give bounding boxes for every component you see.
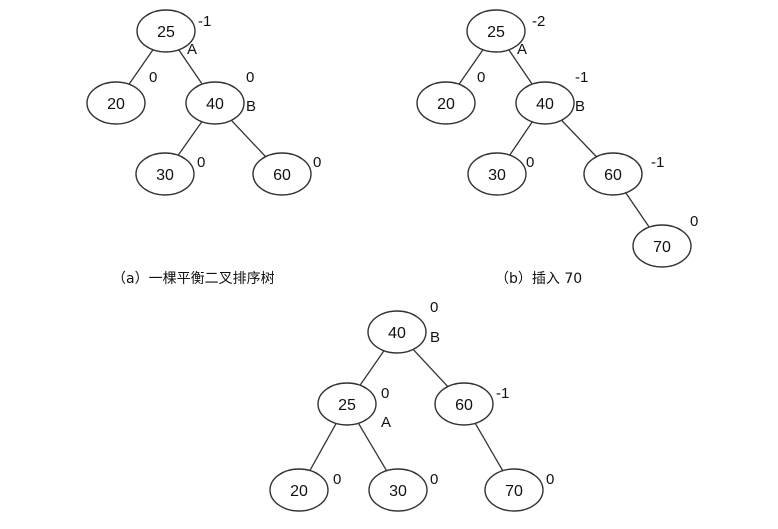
balance-factor-b40: -1: [575, 69, 588, 86]
node-circle: [185, 81, 245, 125]
node-circle: [86, 81, 146, 125]
node-tag-b25: A: [517, 41, 527, 58]
node-circle: [583, 152, 643, 196]
tree-node-c20: 20: [269, 468, 329, 512]
tree-node-a40: 40: [185, 81, 245, 125]
node-tag-c25: A: [381, 414, 391, 431]
node-tag-a25: A: [187, 41, 197, 58]
node-circle: [467, 152, 527, 196]
node-value: 30: [156, 167, 174, 184]
balance-factor-a20: 0: [149, 69, 157, 86]
node-value: 20: [107, 96, 125, 113]
edge-c25-c30: [357, 422, 388, 472]
node-circle: [484, 468, 544, 512]
edge-c40-c25: [359, 350, 385, 386]
node-value: 25: [487, 24, 505, 41]
edge-b25-b40: [508, 49, 533, 85]
node-value: 30: [488, 167, 506, 184]
node-value: 20: [290, 483, 308, 500]
edge-c40-c60: [412, 348, 449, 388]
balance-factor-c70: 0: [546, 471, 554, 488]
node-circle: [515, 81, 575, 125]
node-circle: [368, 468, 428, 512]
caption-b: （b）插入 70: [495, 271, 582, 287]
balance-factor-c25: 0: [381, 385, 389, 402]
edge-b40-b60: [561, 119, 597, 158]
node-value: 40: [536, 96, 554, 113]
balance-factor-b70: 0: [690, 213, 698, 230]
edge-a40-a30: [177, 121, 203, 156]
tree-node-a25: 25: [136, 9, 196, 53]
node-circle: [252, 152, 312, 196]
node-circle: [416, 81, 476, 125]
node-tag-c40: B: [430, 329, 440, 346]
nodes-layer: 25 20 40 30 60 25 20 40 30 60 70 40 25 60 20 30 70: [86, 9, 692, 512]
edge-c60-c70: [474, 423, 504, 471]
balance-factor-a25: -1: [198, 13, 211, 30]
node-circle: [466, 9, 526, 53]
node-value: 40: [388, 325, 406, 342]
edge-a25-a20: [128, 49, 154, 85]
node-value: 20: [437, 96, 455, 113]
balance-factor-a40: 0: [246, 69, 254, 86]
node-circle: [632, 224, 692, 268]
balance-factor-b60: -1: [651, 154, 664, 171]
balance-factor-a30: 0: [197, 154, 205, 171]
balance-factor-a60: 0: [313, 154, 321, 171]
node-value: 70: [505, 483, 523, 500]
balance-factor-b20: 0: [477, 69, 485, 86]
node-circle: [367, 310, 427, 354]
tree-node-b70: 70: [632, 224, 692, 268]
tree-node-c60: 60: [434, 382, 494, 426]
balance-factor-c30: 0: [430, 471, 438, 488]
node-tag-b40: B: [575, 98, 585, 115]
balance-factor-c60: -1: [496, 385, 509, 402]
node-value: 25: [157, 24, 175, 41]
node-circle: [136, 9, 196, 53]
tree-node-c30: 30: [368, 468, 428, 512]
edge-a25-a40: [178, 49, 203, 85]
tree-node-c70: 70: [484, 468, 544, 512]
edges-layer: [128, 49, 650, 472]
node-value: 60: [604, 167, 622, 184]
balance-factor-b30: 0: [526, 154, 534, 171]
node-value: 60: [455, 397, 473, 414]
captions-layer: （a）一棵平衡二叉排序树 （b）插入 70: [112, 271, 582, 287]
edge-b60-b70: [625, 192, 650, 228]
tree-node-a60: 60: [252, 152, 312, 196]
balance-factor-c40: 0: [430, 299, 438, 316]
node-circle: [269, 468, 329, 512]
tree-node-a20: 20: [86, 81, 146, 125]
tree-node-c25: 25: [317, 382, 377, 426]
edge-b40-b30: [509, 121, 533, 156]
edge-b25-b20: [458, 49, 484, 85]
tree-node-b60: 60: [583, 152, 643, 196]
node-value: 70: [653, 239, 671, 256]
tree-node-b25: 25: [466, 9, 526, 53]
tree-node-b40: 40: [515, 81, 575, 125]
node-circle: [317, 382, 377, 426]
node-value: 25: [338, 397, 356, 414]
edge-a40-a60: [230, 119, 267, 158]
tree-node-a30: 30: [135, 152, 195, 196]
node-tag-a40: B: [246, 98, 256, 115]
node-circle: [434, 382, 494, 426]
node-value: 60: [273, 167, 291, 184]
balance-factor-c20: 0: [333, 471, 341, 488]
node-value: 40: [206, 96, 224, 113]
node-value: 30: [389, 483, 407, 500]
node-circle: [135, 152, 195, 196]
tree-node-b20: 20: [416, 81, 476, 125]
edge-c25-c20: [309, 423, 337, 471]
tree-node-b30: 30: [467, 152, 527, 196]
tree-node-c40: 40: [367, 310, 427, 354]
balance-factor-b25: -2: [532, 13, 545, 30]
caption-a: （a）一棵平衡二叉排序树: [112, 271, 275, 287]
